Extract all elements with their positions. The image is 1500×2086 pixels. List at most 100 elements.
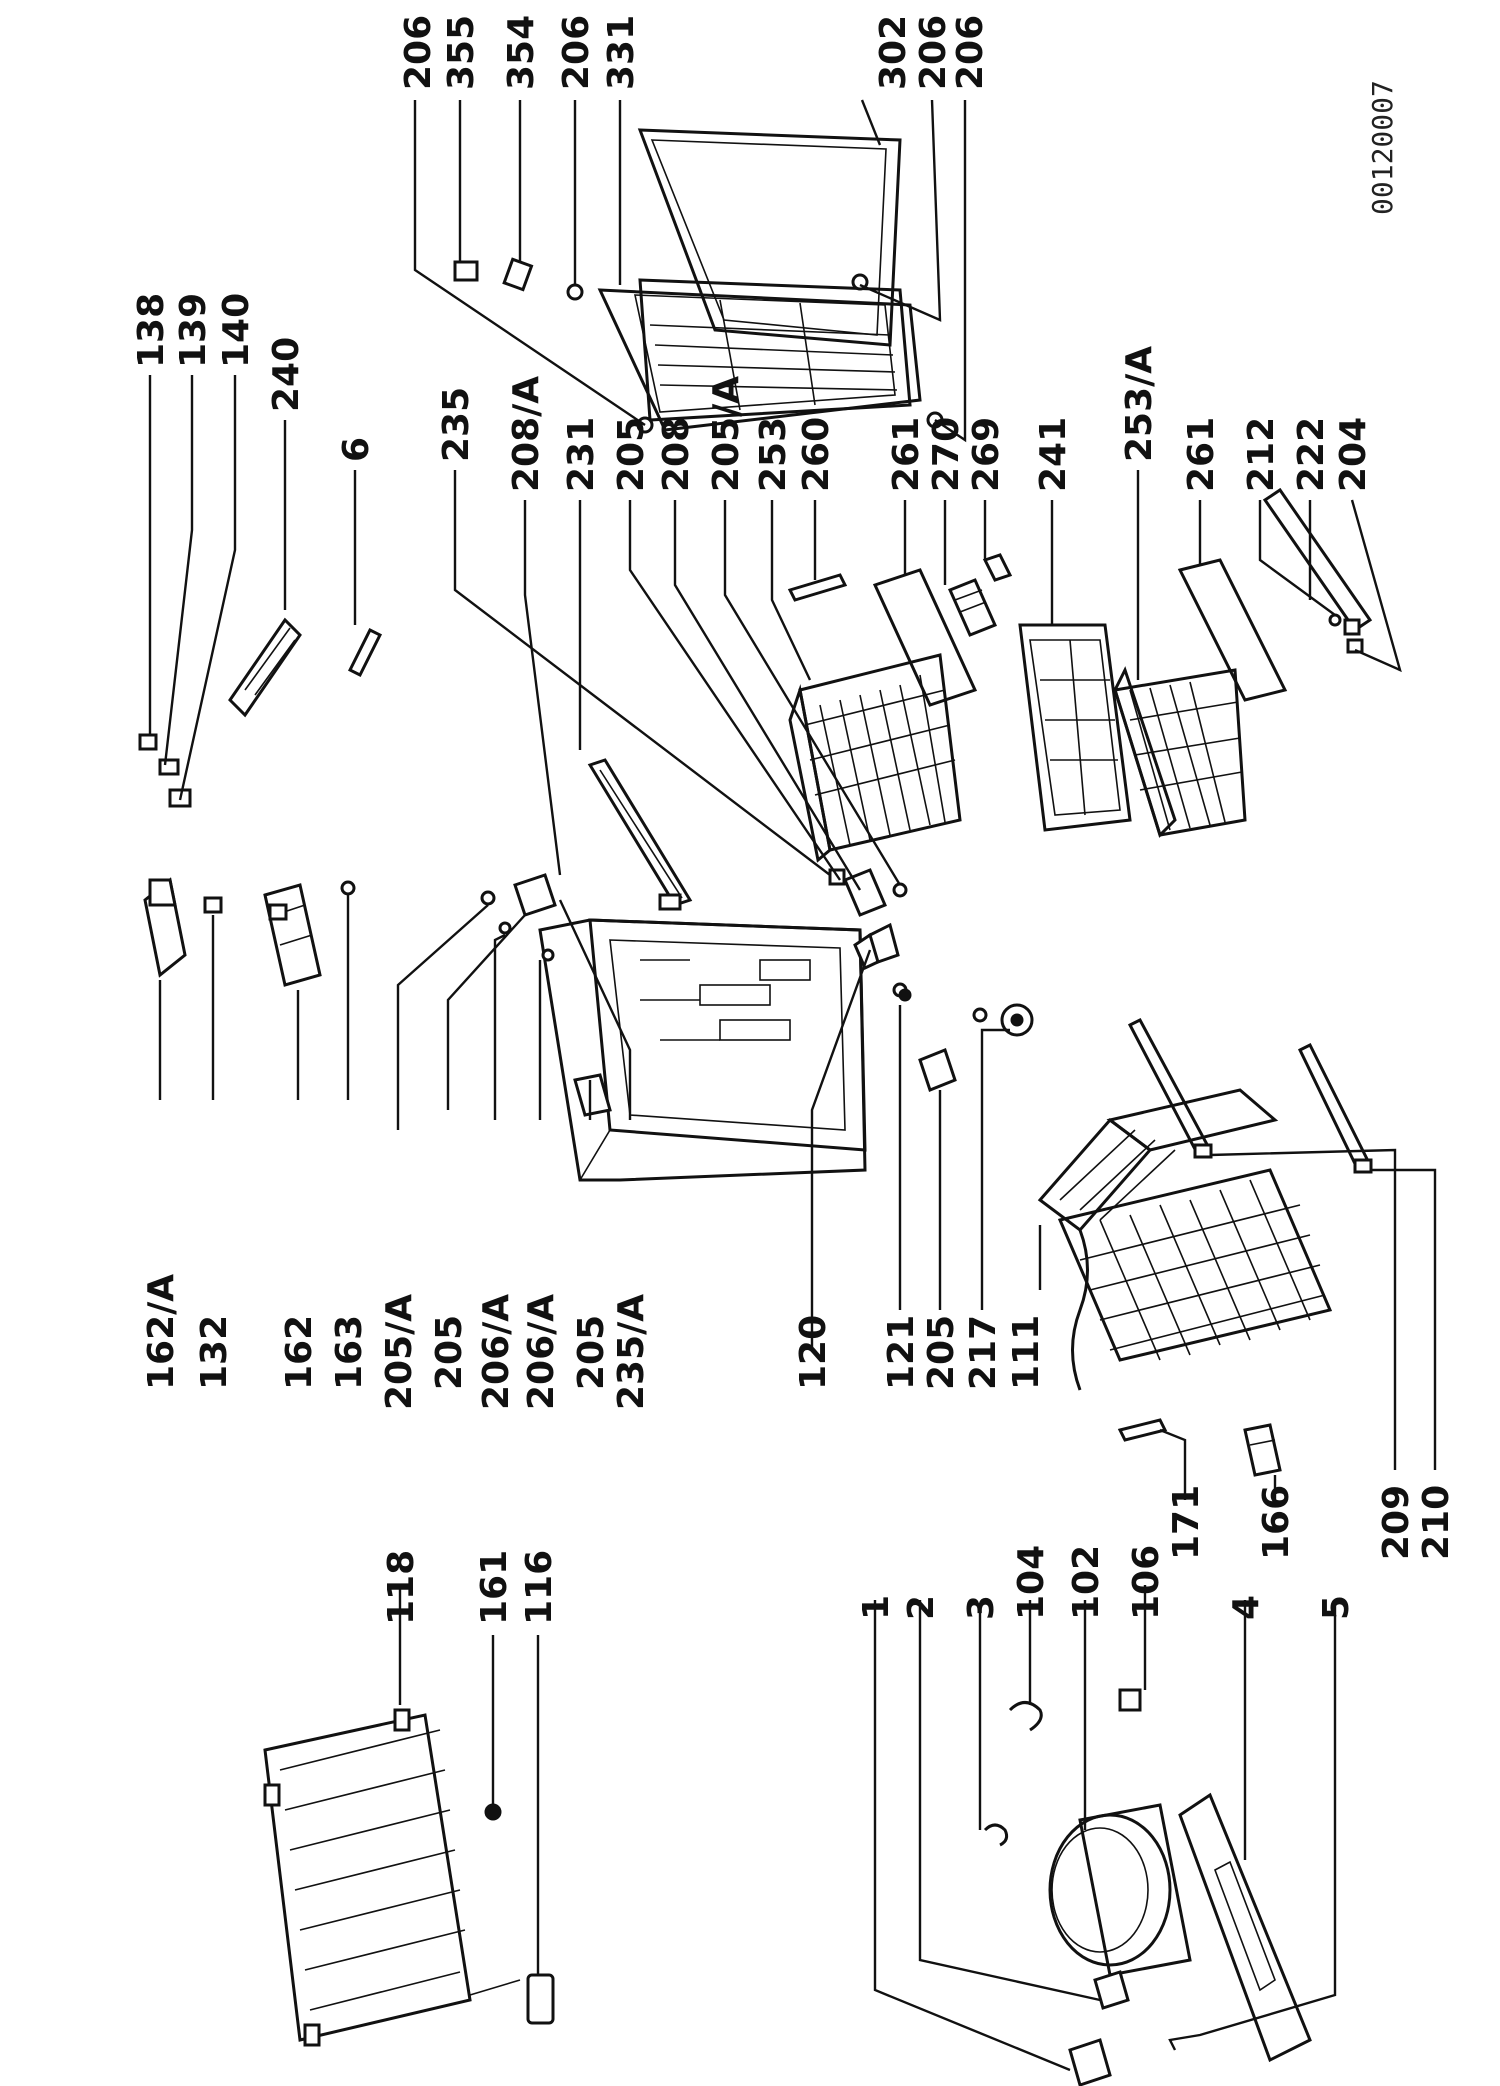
rail-210	[1298, 1042, 1373, 1174]
label-241: 241	[1033, 417, 1074, 492]
label-210: 210	[1416, 1485, 1457, 1560]
divider-261-a	[872, 568, 978, 707]
label-138: 138	[131, 293, 172, 368]
leader-205a	[628, 500, 841, 881]
label-206-d: 206	[950, 15, 991, 90]
leader-206Aa	[493, 933, 506, 1120]
divider-261-b	[1177, 558, 1288, 702]
leader-204	[1350, 499, 1402, 673]
rail-209	[1127, 1018, 1213, 1159]
condenser-118	[263, 1708, 472, 2047]
drier-116	[469, 1973, 555, 2025]
leader-210	[1370, 1168, 1437, 1470]
label-121: 121	[881, 1315, 922, 1390]
label-209: 209	[1376, 1485, 1417, 1560]
label-102: 102	[1066, 1545, 1107, 1620]
rail-231	[587, 758, 693, 911]
label-331: 331	[601, 15, 642, 90]
label-171: 171	[1166, 1485, 1207, 1560]
leader-206c	[859, 99, 942, 322]
label-104: 104	[1011, 1545, 1052, 1620]
label-161: 161	[474, 1550, 515, 1625]
grommet-106	[1118, 1688, 1142, 1712]
label-162A: 162/A	[141, 1274, 182, 1390]
lid-frame-331	[597, 278, 922, 432]
label-231: 231	[561, 417, 602, 492]
part-132	[203, 896, 223, 914]
relay-1	[1068, 2038, 1112, 2086]
lid-gasket-302	[637, 128, 902, 347]
label-6: 6	[336, 437, 377, 462]
part-171	[1117, 1418, 1168, 1442]
label-4: 4	[1226, 1595, 1267, 1620]
leader-206a	[413, 100, 646, 426]
part-269	[982, 553, 1013, 582]
label-260: 260	[796, 417, 837, 492]
label-140: 140	[216, 293, 257, 368]
leader-171	[1159, 1428, 1187, 1500]
knob-163	[340, 880, 356, 896]
thermostat-162	[263, 883, 322, 987]
label-120: 120	[793, 1315, 834, 1390]
overload-2	[1093, 1970, 1130, 2010]
label-208A: 208/A	[506, 376, 547, 492]
label-3: 3	[961, 1595, 1002, 1620]
evaporator-111	[1037, 1088, 1333, 1391]
label-139: 139	[173, 293, 214, 368]
leader-140	[178, 375, 237, 801]
small-parts-138-140	[138, 733, 192, 808]
leader-302	[860, 99, 882, 146]
label-205-d: 205	[921, 1315, 962, 1390]
label-253: 253	[753, 417, 794, 492]
grommet-161	[484, 1803, 502, 1821]
clip-3	[983, 1823, 1009, 1847]
label-355: 355	[441, 15, 482, 90]
control-cover-162A	[143, 877, 187, 978]
fan-217	[1000, 1003, 1034, 1037]
part-166	[1243, 1423, 1282, 1477]
drawing-code: 00120007	[1366, 80, 1399, 215]
tray-241	[1018, 623, 1132, 832]
leader-217	[980, 1028, 1010, 1310]
label-206-a: 206	[398, 15, 439, 90]
scraper-6	[347, 627, 383, 678]
label-261-b: 261	[1181, 417, 1222, 492]
label-302: 302	[873, 15, 914, 90]
label-240: 240	[266, 337, 307, 412]
label-205-c: 205	[571, 1315, 612, 1390]
label-106: 106	[1126, 1545, 1167, 1620]
leader-208A	[523, 500, 562, 876]
label-2: 2	[901, 1595, 942, 1620]
leader-2	[918, 1600, 1101, 2002]
label-222: 222	[1291, 417, 1332, 492]
label-270: 270	[926, 417, 967, 492]
label-206A-a: 206/A	[476, 1294, 517, 1410]
leader-205Ab	[396, 904, 489, 1130]
basket-253A	[1113, 666, 1247, 838]
handle-222	[1262, 487, 1373, 654]
leader-205Aa	[723, 500, 902, 886]
base-plate-4	[1178, 1792, 1312, 2063]
leader-235A	[558, 899, 632, 1120]
label-235: 235	[436, 387, 477, 462]
label-162: 162	[279, 1315, 320, 1390]
cabinet-body	[538, 918, 885, 1182]
label-212: 212	[1241, 417, 1282, 492]
leader-120	[810, 949, 872, 1350]
part-260	[787, 573, 848, 602]
label-166: 166	[1256, 1485, 1297, 1560]
leader-208	[673, 500, 862, 891]
label-205A-a: 205/A	[706, 376, 747, 492]
label-253A: 253/A	[1119, 346, 1160, 462]
label-261-a: 261	[886, 417, 927, 492]
basket-253	[788, 653, 962, 863]
leader-205b	[446, 914, 526, 1110]
label-118: 118	[381, 1550, 422, 1625]
label-205A-b: 205/A	[379, 1294, 420, 1410]
leader-253	[770, 500, 812, 681]
leader-206d	[934, 100, 967, 443]
label-205-a: 205	[611, 417, 652, 492]
leader-139	[163, 375, 194, 766]
label-116: 116	[519, 1550, 560, 1625]
